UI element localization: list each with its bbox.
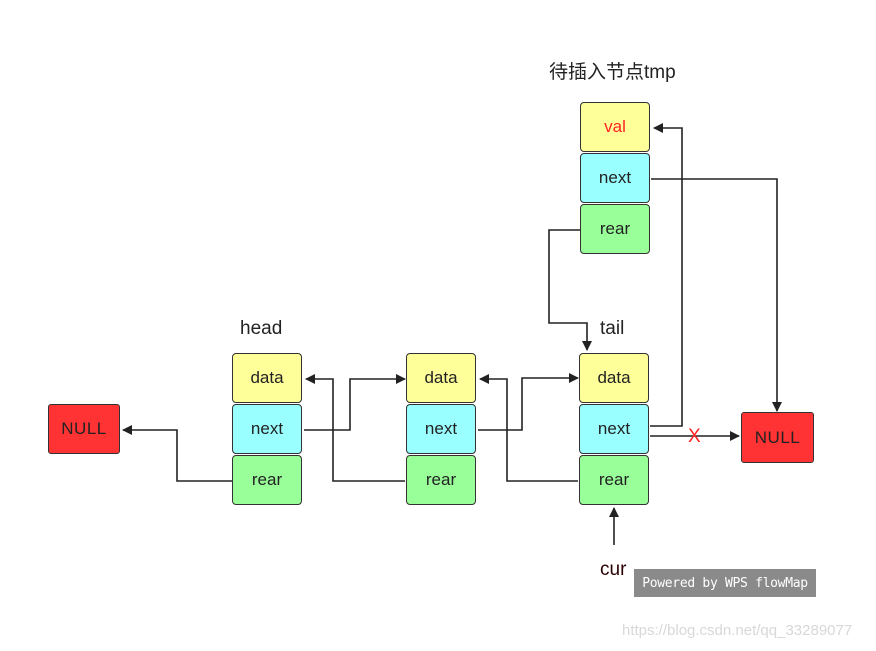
null-text: NULL	[754, 427, 801, 447]
field-label: data	[250, 368, 284, 387]
node3-rear-field: rear	[579, 455, 649, 505]
label-tmp: 待插入节点tmp	[549, 62, 676, 83]
node2-data-field: data	[406, 353, 476, 403]
arrow-node3-rear-to-node2-data	[479, 374, 578, 482]
field-label: next	[598, 168, 632, 187]
tmp-next-field: next	[580, 153, 650, 203]
null-box-right: NULL	[741, 412, 814, 463]
node1-rear-field: rear	[232, 455, 302, 505]
field-label: rear	[598, 470, 630, 489]
field-label: next	[250, 419, 284, 438]
field-label: data	[424, 368, 458, 387]
arrow-node2-rear-to-node1-data	[305, 374, 405, 482]
node1-data-field: data	[232, 353, 302, 403]
node3-next-field: next	[579, 404, 649, 454]
label-cur: cur	[600, 559, 627, 580]
tmp-rear-field: rear	[580, 204, 650, 254]
field-label: rear	[599, 219, 631, 238]
label-head: head	[240, 318, 283, 339]
node2-next-field: next	[406, 404, 476, 454]
node1-next-field: next	[232, 404, 302, 454]
arrow-node2-next-to-node3-data	[478, 373, 579, 431]
field-label: next	[597, 419, 631, 438]
label-tail: tail	[600, 318, 625, 339]
field-label: rear	[251, 470, 283, 489]
field-label: data	[597, 368, 631, 387]
field-label: next	[424, 419, 458, 438]
arrow-tmp-next-to-null	[651, 178, 782, 412]
null-box-left: NULL	[48, 404, 120, 454]
arrow-tail-next-to-tmp-val	[650, 123, 683, 427]
arrow-tmp-rear-to-tail	[548, 229, 592, 351]
node2-rear-field: rear	[406, 455, 476, 505]
watermark-url: https://blog.csdn.net/qq_33289077	[622, 622, 853, 639]
field-label: rear	[425, 470, 457, 489]
arrow-node1-rear-to-null	[122, 425, 232, 482]
cut-mark: X	[688, 426, 701, 447]
arrow-node1-next-to-node2-data	[304, 374, 406, 431]
wps-badge: Powered by WPS flowMap	[634, 569, 816, 597]
tmp-val-field: val	[580, 102, 650, 152]
field-label: val	[604, 117, 626, 136]
null-text: NULL	[61, 419, 107, 438]
node3-data-field: data	[579, 353, 649, 403]
